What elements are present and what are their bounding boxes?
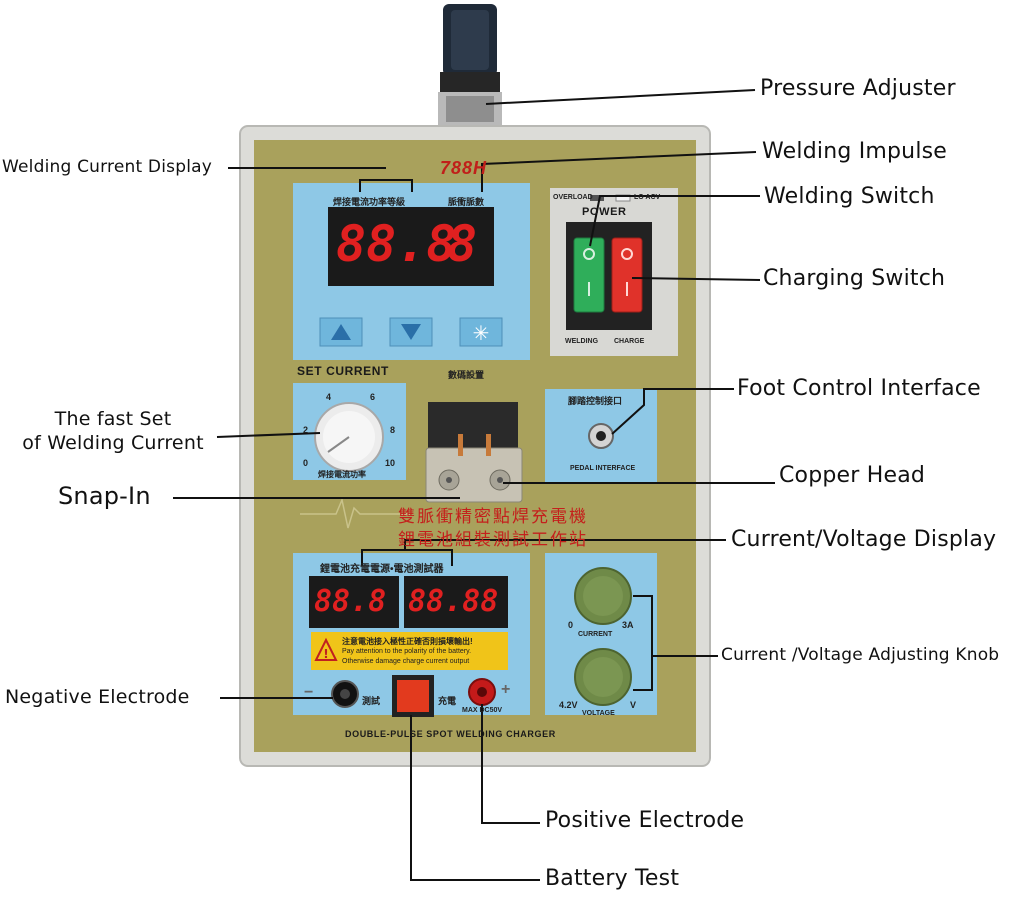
callout-welding-impulse: Welding Impulse: [762, 139, 948, 164]
voltage-label: VOLTAGE: [582, 710, 615, 717]
model-label: 788H: [440, 158, 488, 178]
pedal-cn: 腳踏控制接口: [568, 396, 623, 406]
callout-fast-set-line2: of Welding Current: [22, 432, 204, 454]
dial-scale-4: 4: [326, 392, 332, 402]
callout-negative-electrode: Negative Electrode: [5, 686, 190, 708]
charging-switch-o-icon: [621, 248, 633, 260]
copper-head: [425, 402, 523, 503]
current-display-screen: [309, 576, 399, 628]
callout-welding-current-display: Welding Current Display: [2, 157, 212, 177]
current-scale-max: 3A: [622, 620, 634, 630]
dial-caption-cn: 焊接電流功率: [318, 470, 366, 479]
pedal-interface-label: PEDAL INTERFACE: [570, 465, 636, 472]
charging-switch[interactable]: [611, 237, 643, 313]
footer-label: DOUBLE-PULSE SPOT WELDING CHARGER: [345, 729, 556, 739]
charge-label: CHARGE: [614, 338, 645, 345]
welding-switch[interactable]: [573, 237, 605, 313]
callout-current-voltage-display: Current/Voltage Display: [731, 527, 997, 552]
dial-scale-0: 0: [303, 458, 309, 468]
charge-cn: 充電: [438, 696, 457, 706]
set-button[interactable]: [459, 317, 503, 347]
callout-welding-switch: Welding Switch: [764, 184, 935, 209]
warning-en-line2: Otherwise damage charge current output: [342, 658, 470, 665]
title-cn-line1: 雙脈衝精密點焊充電機: [398, 507, 588, 527]
welding-switch-o-icon: [583, 248, 595, 260]
warning-triangle-icon: [314, 637, 338, 661]
callout-lines: [173, 89, 775, 881]
pressure-adjuster-handle: [438, 4, 502, 126]
title-cn-line2: 鋰電池組裝測試工作站: [398, 530, 588, 550]
line-weld-bracket: [359, 179, 413, 192]
current-scale-min: 0: [568, 620, 574, 630]
weld-display-screen: [328, 207, 494, 286]
dial-scale-8: 8: [390, 425, 396, 435]
line-cv-knob-bracket: [633, 595, 653, 691]
callout-copper-head: Copper Head: [779, 463, 926, 488]
snowflake-icon: ✳: [473, 321, 490, 345]
line-welding-impulse: [481, 151, 757, 192]
warning-cn: 注意電池接入極性正確否則損壞輸出!: [342, 637, 473, 646]
power-label: POWER: [582, 206, 627, 218]
callout-pressure-adjuster: Pressure Adjuster: [760, 76, 956, 101]
voltage-display-screen: [404, 576, 508, 628]
overload-led: [590, 195, 604, 201]
line-pressure-adjuster: [485, 89, 756, 105]
svg-text:!: !: [323, 647, 328, 661]
line-charging-switch: [631, 277, 761, 281]
max-label: MAX DC50V: [462, 707, 503, 714]
callout-current-voltage-knob: Current /Voltage Adjusting Knob: [721, 645, 1000, 665]
line-battery-test: [410, 715, 540, 881]
voltage-scale-max: V: [630, 700, 637, 710]
callout-battery-test: Battery Test: [545, 866, 680, 891]
minus-label: −: [304, 684, 314, 701]
weld-digits: 88.8: [336, 215, 457, 273]
current-label: CURRENT: [578, 631, 613, 638]
line-cv-bracket: [361, 549, 453, 566]
test-cn: 測試: [362, 696, 381, 706]
line-fast-set: [216, 432, 321, 438]
lo-acv-label: LO ACV: [634, 194, 661, 201]
callout-fast-set-line1: The fast Set: [54, 408, 172, 430]
line-foot-control: [611, 388, 734, 435]
welding-label: WELDING: [565, 338, 599, 345]
data-setting-cn: 數碼設置: [448, 370, 485, 380]
callout-snap-in: Snap-In: [58, 482, 151, 510]
current-digits: 88.8: [314, 584, 387, 619]
line-positive-electrode: [481, 704, 540, 824]
pulse-digit: 8: [447, 215, 478, 273]
callout-positive-electrode: Positive Electrode: [545, 808, 745, 833]
voltage-digits: 88.88: [408, 584, 499, 619]
callout-charging-switch: Charging Switch: [763, 266, 946, 291]
voltage-scale-min: 4.2V: [559, 700, 578, 710]
line-current-voltage-display: [404, 539, 726, 550]
dial-scale-10: 10: [385, 458, 396, 468]
heartbeat-line: [300, 497, 410, 529]
down-arrow-icon: [401, 324, 421, 340]
warning-en-line1: Pay attention to the polarity of the bat…: [342, 648, 472, 655]
charger-display-cn: 鋰電池充電電源•電池測試器: [320, 564, 444, 575]
pulse-display-cn: 脈衝脈數: [448, 197, 485, 207]
overload-label: OVERLOAD: [553, 194, 593, 201]
set-current-label: SET CURRENT: [297, 364, 389, 378]
dial-scale-6: 6: [370, 392, 376, 402]
dial-scale-2: 2: [303, 425, 309, 435]
warning-strip: [311, 632, 508, 670]
callout-foot-control: Foot Control Interface: [737, 376, 981, 401]
weld-display-cn: 焊接電流功率等級: [333, 197, 406, 207]
line-welding-switch: [589, 195, 760, 247]
up-arrow-icon: [331, 324, 351, 340]
plus-label: +: [501, 681, 511, 698]
